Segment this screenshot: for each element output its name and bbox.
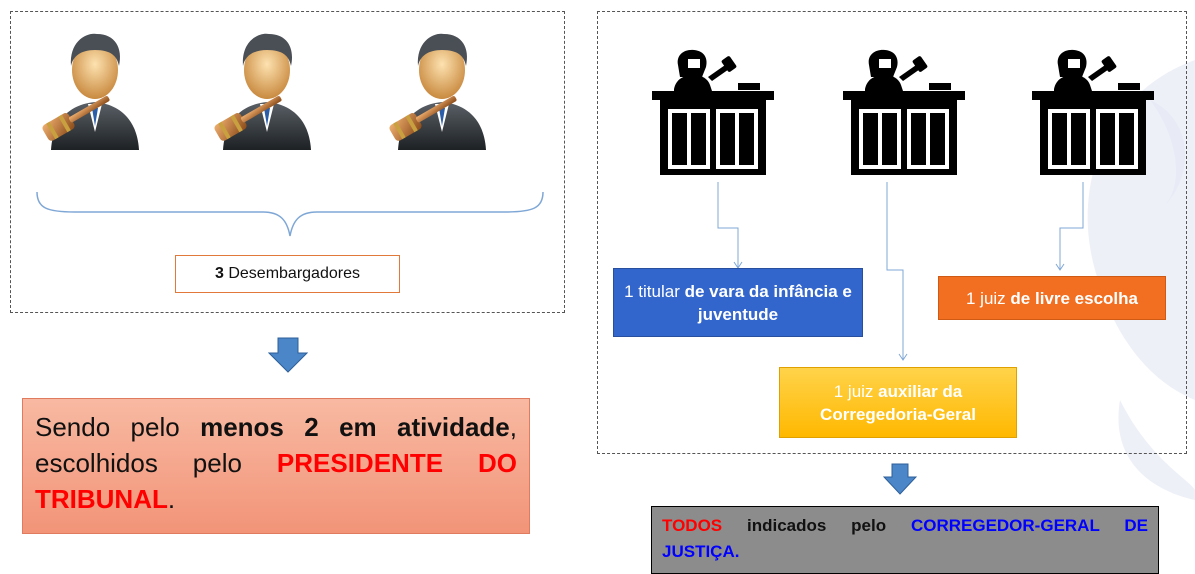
curly-brace [36,191,544,237]
judge-at-bench-icon [652,49,774,175]
footer-todos: TODOS [662,516,723,535]
selection-statement-box: Sendo pelo menos 2 em atividade, escolhi… [22,398,530,534]
judge-with-gavel-icon [389,33,486,150]
judge-at-bench-icon [1032,49,1154,175]
statement-president: PRESIDENTE DO TRIBUNAL [35,448,517,514]
footer-middle: indicados pelo [722,516,911,535]
infancia-prefix: 1 titular [624,281,685,301]
statement-bold: menos 2 em atividade [200,412,510,442]
livre-bold: de livre escolha [1010,288,1138,308]
auxiliar-prefix: 1 juiz [833,381,879,401]
desembargadores-group [10,11,565,313]
statement-text-1: Sendo pelo [35,412,201,442]
auxiliar-bold: auxiliar da Corregedoria-Geral [820,381,976,424]
juiz-livre-escolha-box: 1 juiz de livre escolha [938,276,1166,320]
count-number: 3 [215,265,224,282]
judge-at-bench-icon [843,49,965,175]
count-text: Desembargadores [223,265,360,282]
judge-with-gavel-icon [42,33,139,150]
titular-vara-infancia-box: 1 titular de vara da infância e juventud… [613,268,863,337]
statement-period: . [167,484,176,514]
livre-prefix: 1 juiz [966,288,1011,308]
down-arrow-icon [883,463,917,495]
footer-corregedor: CORREGEDOR-GERAL DE JUSTIÇA. [662,516,1148,561]
judge-with-gavel-icon [214,33,311,150]
statement-text-3: , escolhidos pelo [35,412,525,478]
corregedor-footer-box: TODOS indicados pelo CORREGEDOR-GERAL DE… [651,506,1159,574]
juiz-auxiliar-corregedoria-box: 1 juiz auxiliar da Corregedoria-Geral [779,367,1017,438]
down-arrow-icon [268,337,308,373]
comissao-group [597,11,1187,454]
infancia-bold: de vara da infância e juventude [684,281,852,324]
desembargadores-count-label: 3 Desembargadores [175,255,400,293]
